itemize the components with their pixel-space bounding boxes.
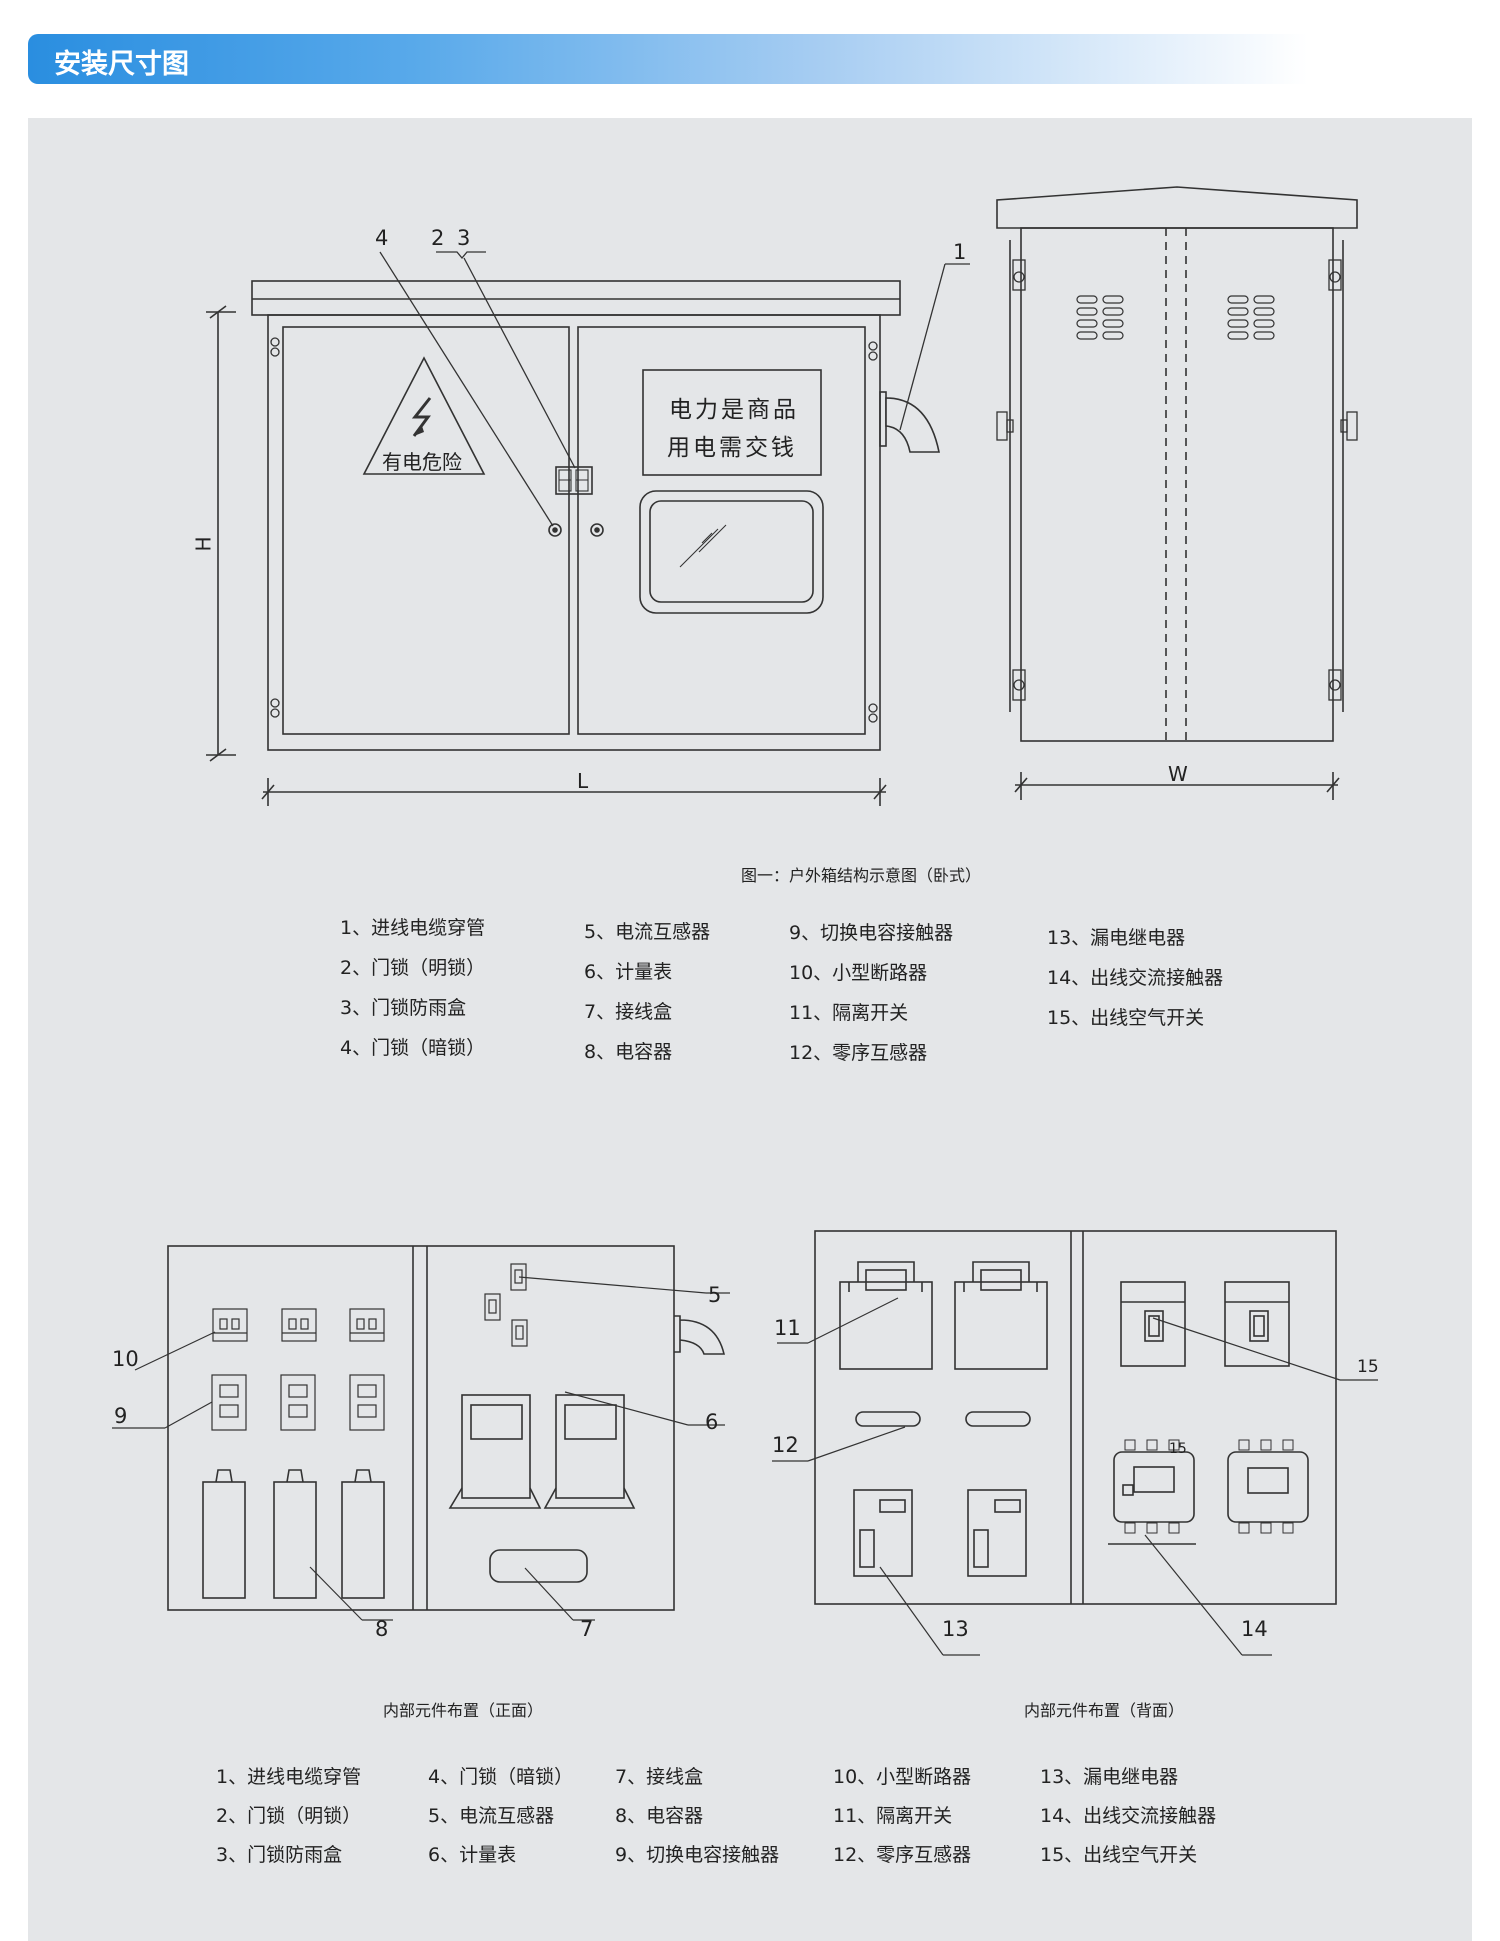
lightning-icon [411, 397, 432, 437]
output-contactors [1108, 1439, 1309, 1545]
callout-7: 7 [580, 1617, 594, 1641]
callout-4: 4 [375, 226, 389, 250]
legend-bottom-item: 4、门锁（暗锁） [428, 1766, 574, 1788]
front-cable-conduit [674, 1315, 726, 1355]
cable-conduit [885, 397, 940, 453]
legend-bottom-item: 12、零序互感器 [833, 1844, 972, 1866]
legend-top-item: 15、出线空气开关 [1047, 1007, 1205, 1029]
legend-bottom-item: 6、计量表 [428, 1844, 517, 1866]
contactor-label-15: 15 [1169, 1441, 1187, 1457]
right-door [577, 326, 866, 735]
front-body [267, 314, 881, 751]
legend-top-item: 12、零序互感器 [789, 1042, 928, 1064]
front-hinges [270, 337, 878, 723]
notice-line-2: 用电需交钱 [667, 435, 797, 461]
legend-bottom-item: 10、小型断路器 [833, 1766, 972, 1788]
warning-sign-text: 有电危险 [382, 450, 462, 474]
cabinet-front-view [206, 251, 970, 806]
zero-seq-ct-2 [965, 1411, 1031, 1427]
legend-bottom-item: 11、隔离开关 [833, 1805, 953, 1827]
meter-window-outer [639, 490, 824, 614]
legend-top-item: 3、门锁防雨盒 [340, 997, 467, 1019]
leakage-relays [853, 1489, 1027, 1577]
callout-5: 5 [708, 1283, 722, 1307]
legend-bottom-item: 7、接线盒 [615, 1766, 704, 1788]
legend-top-item: 8、电容器 [584, 1041, 673, 1063]
legend-top-item: 6、计量表 [584, 961, 673, 983]
cable-conduit-flange [879, 391, 887, 447]
legend-top-item: 1、进线电缆穿管 [340, 917, 486, 939]
cabinet-side-view [996, 186, 1358, 800]
open-lock [590, 523, 604, 537]
figure1-caption: 图一：户外箱结构示意图（卧式） [741, 866, 982, 885]
internal-front-layout [112, 1245, 730, 1621]
meters [448, 1394, 636, 1509]
dimension-w-label: W [1168, 762, 1188, 786]
hidden-lock [548, 523, 562, 537]
legend-top-item: 9、切换电容接触器 [789, 922, 954, 944]
back-panel-outline [814, 1230, 1337, 1605]
section-header: 安装尺寸图 [28, 34, 1308, 84]
dimension-h-label: H [191, 536, 216, 552]
legend-bottom-item: 5、电流互感器 [428, 1805, 555, 1827]
callout-11: 11 [774, 1316, 801, 1340]
side-louvers [1076, 295, 1275, 340]
legend-top-item: 2、门锁（明锁） [340, 957, 486, 979]
legend-bottom-item: 9、切换电容接触器 [615, 1844, 780, 1866]
legend-bottom-item: 8、电容器 [615, 1805, 704, 1827]
legend-top-item: 10、小型断路器 [789, 962, 928, 984]
legend-top-item: 5、电流互感器 [584, 921, 711, 943]
callout-12: 12 [772, 1433, 799, 1457]
current-transformers [484, 1263, 528, 1347]
front-roof [251, 280, 901, 316]
terminal-box [489, 1549, 588, 1583]
dimension-l-label: L [577, 769, 589, 793]
legend-bottom-item: 15、出线空气开关 [1040, 1844, 1198, 1866]
section-title: 安装尺寸图 [54, 49, 189, 80]
capacitor-contactor-row [211, 1374, 385, 1431]
isolating-switches [839, 1261, 1048, 1370]
internal-back-layout [772, 1230, 1378, 1656]
notice-plate [642, 369, 822, 476]
callout-2: 2 [431, 226, 445, 250]
legend-top-item: 13、漏电继电器 [1047, 927, 1186, 949]
figure2-caption: 内部元件布置（正面） [383, 1701, 544, 1720]
legend-bottom-item: 1、进线电缆穿管 [216, 1766, 362, 1788]
figure3-caption: 内部元件布置（背面） [1024, 1701, 1185, 1720]
side-body [1020, 227, 1334, 742]
callout-15: 15 [1357, 1357, 1379, 1377]
front-panel-outline [167, 1245, 675, 1611]
zero-seq-ct-1 [855, 1411, 921, 1427]
capacitor-row [202, 1469, 385, 1599]
legend-bottom-item: 13、漏电继电器 [1040, 1766, 1179, 1788]
legend-top-item: 7、接线盒 [584, 1001, 673, 1023]
warning-triangle [362, 356, 486, 475]
legend-bottom-item: 14、出线交流接触器 [1040, 1805, 1217, 1827]
legend-top-item: 14、出线交流接触器 [1047, 967, 1224, 989]
callout-3: 3 [457, 226, 471, 250]
side-roof [996, 186, 1358, 229]
legend-top-item: 11、隔离开关 [789, 1002, 909, 1024]
callout-13: 13 [942, 1617, 969, 1641]
callout-8: 8 [375, 1617, 389, 1641]
callout-6: 6 [705, 1410, 719, 1434]
legend-bottom-item: 3、门锁防雨盒 [216, 1844, 343, 1866]
side-hardware [996, 259, 1358, 701]
callout-9: 9 [114, 1404, 128, 1428]
meter-window-inner [649, 500, 814, 603]
left-door [282, 326, 570, 735]
legend-bottom-item: 2、门锁（明锁） [216, 1805, 362, 1827]
legend-top-item: 4、门锁（暗锁） [340, 1037, 486, 1059]
notice-line-1: 电力是商品 [669, 397, 799, 423]
callout-10: 10 [112, 1347, 139, 1371]
air-switches [1120, 1281, 1290, 1367]
callout-1: 1 [953, 240, 967, 264]
mcb-row [212, 1308, 385, 1342]
callout-14: 14 [1241, 1617, 1268, 1641]
